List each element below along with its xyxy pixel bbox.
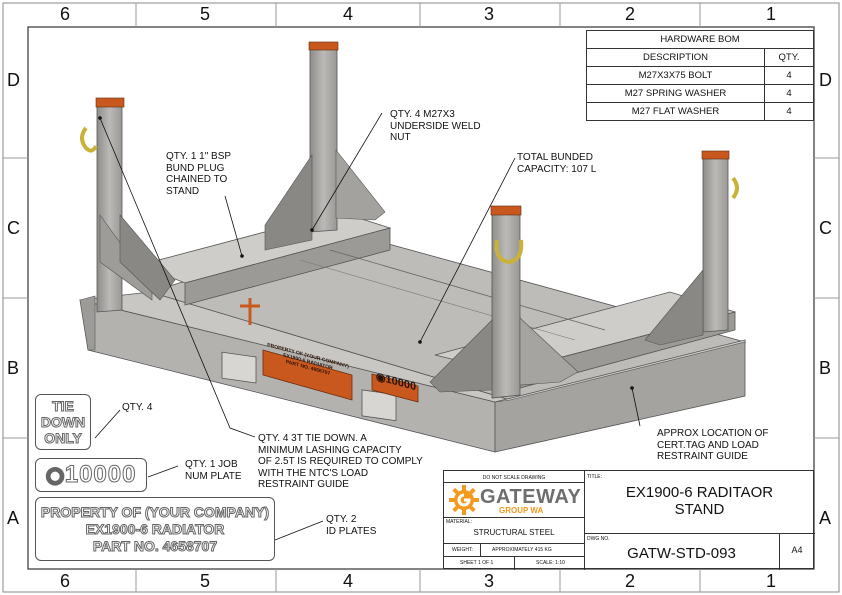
- note-bunded-capacity: TOTAL BUNDED CAPACITY: 107 L: [517, 152, 597, 175]
- tie-down-line: DOWN: [40, 414, 86, 431]
- zone-row-d-right: D: [819, 70, 832, 90]
- logo-sub: GROUP WA: [499, 506, 544, 515]
- sheet-size: A4: [791, 545, 803, 555]
- note-tie-down: QTY. 4 3T TIE DOWN. A MINIMUM LASHING CA…: [258, 433, 423, 490]
- id-plate-line: PROPERTY OF (YOUR COMPANY): [40, 504, 270, 521]
- post-back-mid: [264, 41, 386, 251]
- zone-col-5-bottom: 5: [200, 571, 211, 591]
- gear-icon: [449, 485, 479, 515]
- zone-row-d-left: D: [7, 70, 20, 90]
- zone-col-1-top: 1: [766, 4, 777, 24]
- note-bund-plug: QTY. 1 1" BSP BUND PLUG CHAINED TO STAND: [166, 151, 232, 197]
- fork-slot-right: [361, 389, 397, 422]
- stand-job-plate: [371, 373, 419, 403]
- title-block: DO NOT SCALE DRAWING GATEWAY GROUP WA MA…: [443, 470, 815, 570]
- material-value: STRUCTURAL STEEL: [473, 528, 555, 537]
- post-back-right: [644, 150, 730, 346]
- gateway-logo: GATEWAY GROUP WA: [447, 485, 584, 517]
- dwg-label: DWG NO.: [587, 536, 610, 542]
- bom-qty: 4: [764, 102, 814, 121]
- note-cert-tag: APPROX LOCATION OF CERT.TAG AND LOAD RES…: [657, 428, 769, 462]
- note-weld-nut: QTY. 4 M27X3 UNDERSIDE WELD NUT: [390, 109, 481, 143]
- zone-row-a-right: A: [819, 508, 832, 528]
- zone-row-c-left: C: [7, 218, 20, 238]
- bom-description: M27 FLAT WASHER: [586, 102, 765, 121]
- zone-col-2-bottom: 2: [625, 571, 636, 591]
- sheet-number: SHEET 1 OF 1: [460, 560, 494, 566]
- tie-down-line: TIE: [52, 398, 75, 415]
- bund-plug-icon: [240, 298, 260, 325]
- note-tie-down-qty: QTY. 4: [122, 402, 153, 413]
- note-job-plate: QTY. 1 JOB NUM PLATE: [185, 459, 242, 482]
- zone-row-c-right: C: [819, 218, 832, 238]
- weight-value: APPROXIMATELY 415 KG: [492, 547, 552, 553]
- zone-col-2-top: 2: [625, 4, 636, 24]
- logo-name: GATEWAY: [480, 486, 582, 508]
- job-number-text: 10000: [64, 461, 137, 489]
- do-not-scale-note: DO NOT SCALE DRAWING: [482, 475, 546, 481]
- zone-col-3-bottom: 3: [484, 571, 495, 591]
- job-number-plate: ◉ 10000: [35, 458, 147, 492]
- zone-row-b-left: B: [7, 358, 20, 378]
- drawing-number: GATW-STD-093: [627, 545, 736, 562]
- tie-down-shackle-right: [731, 176, 739, 200]
- stand-id-plate: [262, 349, 353, 401]
- zone-col-6-top: 6: [60, 4, 71, 24]
- title-label: TITLE:: [587, 474, 603, 480]
- id-plate-line: PART NO. 4658707: [92, 538, 218, 555]
- zone-col-5-top: 5: [200, 4, 211, 24]
- zone-col-1-bottom: 1: [766, 571, 777, 591]
- fork-slot-left: [221, 351, 257, 384]
- scale-value: SCALE: 1:10: [536, 560, 565, 566]
- zone-col-4-bottom: 4: [343, 571, 354, 591]
- note-id-plates: QTY. 2 ID PLATES: [326, 514, 377, 537]
- drawing-title: EX1900-6 RADITAOR STAND: [625, 484, 774, 518]
- tie-down-shackle-left: [80, 126, 98, 153]
- weight-label: WEIGHT:: [452, 547, 473, 553]
- tie-down-plate: TIE DOWN ONLY: [35, 394, 91, 450]
- g-logo-icon: ◉: [45, 462, 65, 488]
- zone-col-4-top: 4: [343, 4, 354, 24]
- zone-col-6-bottom: 6: [60, 571, 71, 591]
- id-plate: PROPERTY OF (YOUR COMPANY) EX1900-6 RADI…: [35, 497, 275, 561]
- tie-down-shackle-front: [494, 239, 524, 265]
- id-plate-line: EX1900-6 RADIATOR: [85, 521, 225, 538]
- zone-row-b-right: B: [819, 358, 832, 378]
- g-logo-icon: ◉: [375, 370, 386, 386]
- material-label: MATERIAL:: [446, 519, 473, 525]
- post-back-left: [95, 97, 176, 313]
- tie-down-line: ONLY: [44, 430, 83, 447]
- zone-col-3-top: 3: [484, 4, 495, 24]
- zone-row-a-left: A: [7, 508, 20, 528]
